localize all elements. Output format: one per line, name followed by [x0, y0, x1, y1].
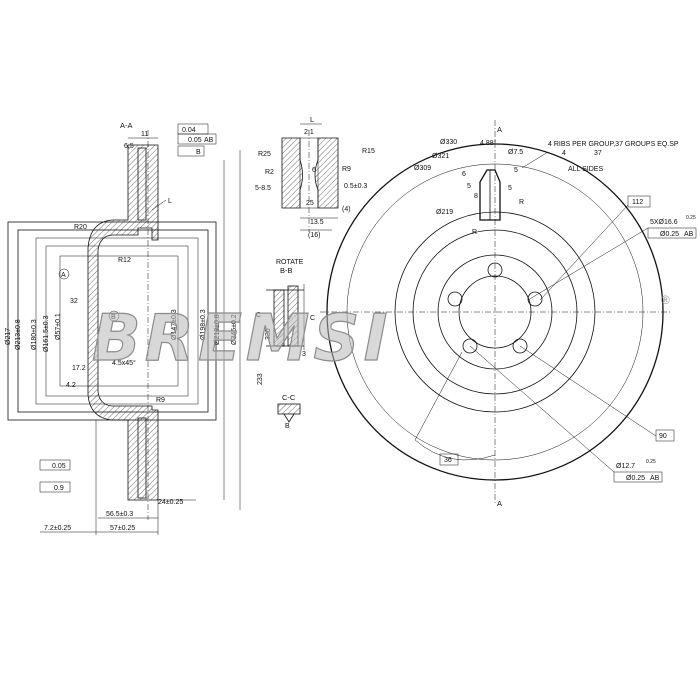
dim-11: 11 [141, 131, 148, 138]
dim-5a: 5 [514, 167, 518, 174]
dim-57: 57±0.25 [110, 525, 135, 532]
detail-13-5: 13.5 [310, 219, 324, 226]
dim-6-5: 6.5 [124, 143, 134, 150]
dim-5b: 5 [467, 183, 471, 190]
hole-sup: 0.25 [646, 459, 656, 465]
tol-flatness: 0.04 [182, 127, 196, 134]
section-cc-view: C-C B [277, 393, 301, 430]
dia-213-left: Ø213±0.8 [15, 319, 22, 350]
detail-l-view: L 2:1 R25 R2 5-8.5 R9 R15 0.5±0.3 6 25 1… [255, 115, 375, 239]
dia-161: Ø161.5±0.3 [43, 315, 50, 352]
note-ribs: 4 RIBS PER GROUP,37 GROUPS EQ.SP [548, 141, 679, 148]
dia-198: Ø198±0.3 [200, 309, 207, 340]
section-bb-233: 233 [257, 373, 264, 385]
detail-16: (16) [308, 232, 320, 239]
dia-213-right: Ø213±0.8 [214, 314, 221, 345]
detail-5-8: 5-8.5 [255, 185, 271, 192]
front-marker-a-bottom: A [497, 499, 502, 508]
detail-0-5: 0.5±0.3 [344, 183, 367, 190]
detail-r2: R2 [265, 169, 274, 176]
section-cc-b: B [285, 423, 290, 430]
dia-217: Ø217 [5, 328, 12, 345]
section-bb-c-right: C [310, 315, 315, 322]
box-36: 36 [444, 457, 452, 464]
dim-6: 6 [462, 171, 466, 178]
detail-25: 25 [306, 200, 314, 207]
dim-309: Ø309 [414, 165, 431, 172]
label-r9: R9 [156, 397, 165, 404]
front-marker-a-top: A [497, 125, 502, 134]
dim-7-5: Ø7.5 [508, 149, 523, 156]
note-37: 37 [594, 150, 602, 157]
brand-watermark: BREMSI [92, 302, 391, 376]
dim-24: 24±0.25 [158, 499, 183, 506]
bolt-sup: 0.25 [686, 215, 696, 221]
detail-4: (4) [342, 206, 351, 213]
label-r-left: R [472, 229, 477, 236]
hole-tol: Ø0.25 [626, 475, 645, 482]
section-aa-view: A-A 11 6.5 0.04 0.05 AB B R20 R12 R9 L A [5, 121, 241, 535]
dim-56-5: 56.5±0.3 [106, 511, 133, 518]
detail-6: 6 [312, 167, 316, 174]
dia-345: Ø345±0.2 [231, 314, 238, 345]
section-bb-view: ROTATE B-B C C 233 330 3 [256, 259, 315, 385]
dia-57: Ø57±0.1 [55, 313, 62, 340]
tol-runout: 0.05 [188, 137, 202, 144]
tol-ref-b: B [196, 149, 201, 156]
dim-7-2: 7.2±0.25 [44, 525, 71, 532]
label-r12: R12 [118, 257, 131, 264]
label-r20: R20 [74, 224, 87, 231]
dim-321: Ø321 [432, 153, 449, 160]
detail-r9: R9 [342, 166, 351, 173]
angle-32: 32 [70, 298, 78, 305]
dia-180: Ø180±0.3 [31, 319, 38, 350]
note-4: 4 [562, 150, 566, 157]
hole-ref: AB [650, 475, 660, 482]
dim-219: Ø219 [436, 209, 453, 216]
dim-5c: 5 [508, 185, 512, 192]
dia-147: Ø147±0.3 [171, 309, 178, 340]
dim-330: Ø330 [440, 139, 457, 146]
section-bb-title: B-B [280, 266, 293, 275]
bolt-ref: AB [684, 231, 694, 238]
dim-angle: 4.88° [480, 139, 497, 147]
tol-bottom-1: 0.05 [52, 463, 66, 470]
section-aa-title: A-A [120, 121, 133, 130]
section-bb-330: 330 [265, 328, 272, 340]
front-view: A A 4 RIBS PER GROUP,37 GROUPS EQ.SP 4 3… [320, 120, 697, 508]
box-90: 90 [659, 433, 667, 440]
marker-a: A [61, 272, 66, 279]
tol-ref-ab: AB [204, 137, 214, 144]
section-cc-title: C-C [282, 393, 296, 402]
dim-4-2: 4.2 [66, 382, 76, 389]
section-bb-3: 3 [302, 351, 306, 358]
marker-b: B [111, 314, 116, 321]
note-all-sides: ALL SIDES [568, 166, 603, 173]
detail-l-title: L [310, 115, 314, 124]
label-l: L [168, 198, 172, 205]
tol-bottom-2: 0.9 [54, 485, 64, 492]
dim-17-2: 17.2 [72, 365, 86, 372]
dim-8: 8 [474, 193, 478, 200]
box-112: 112 [632, 199, 643, 206]
detail-r15: R15 [362, 148, 375, 155]
label-r-right: R [519, 199, 524, 206]
bolt-spec: 5XØ16.6 [650, 219, 678, 226]
hole-spec: Ø12.7 [616, 463, 635, 470]
label-chamfer: 4.5x45° [112, 359, 136, 367]
detail-r25: R25 [258, 151, 271, 158]
registered-mark: ® [661, 293, 670, 307]
section-bb-rotate: ROTATE [276, 259, 304, 266]
bolt-tol: Ø0.25 [660, 231, 679, 238]
section-bb-c-left: C [256, 312, 261, 319]
